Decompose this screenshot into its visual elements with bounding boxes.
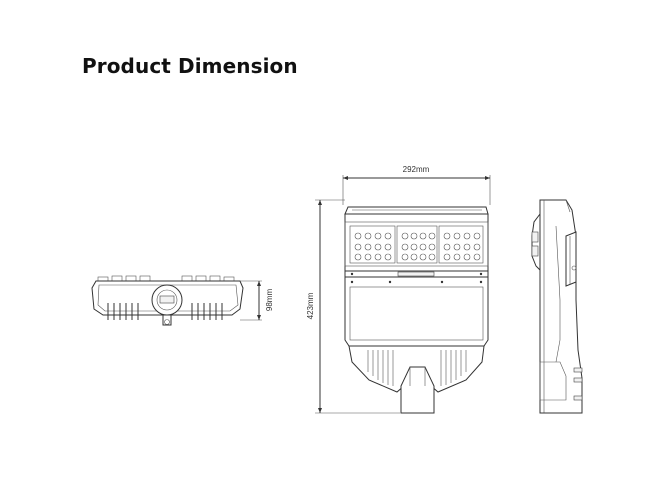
end-view-fins-bottom (107, 303, 223, 320)
lower-fins (367, 350, 467, 386)
width-label: 292mm (403, 165, 430, 174)
led-module-center (396, 225, 438, 264)
driver-housing (344, 276, 489, 347)
page-title: Product Dimension (82, 54, 298, 78)
led-module-left (349, 225, 396, 264)
led-module-right (438, 225, 484, 264)
end-view-fins-top (97, 275, 235, 282)
driver-cover (349, 286, 484, 341)
height-label: 423mm (306, 292, 315, 319)
led-module-housing (344, 213, 489, 272)
end-view: 98mm (91, 275, 274, 326)
profile-view (531, 199, 583, 414)
depth-label: 98mm (265, 289, 274, 312)
front-view: 292mm 423mm (306, 165, 491, 414)
